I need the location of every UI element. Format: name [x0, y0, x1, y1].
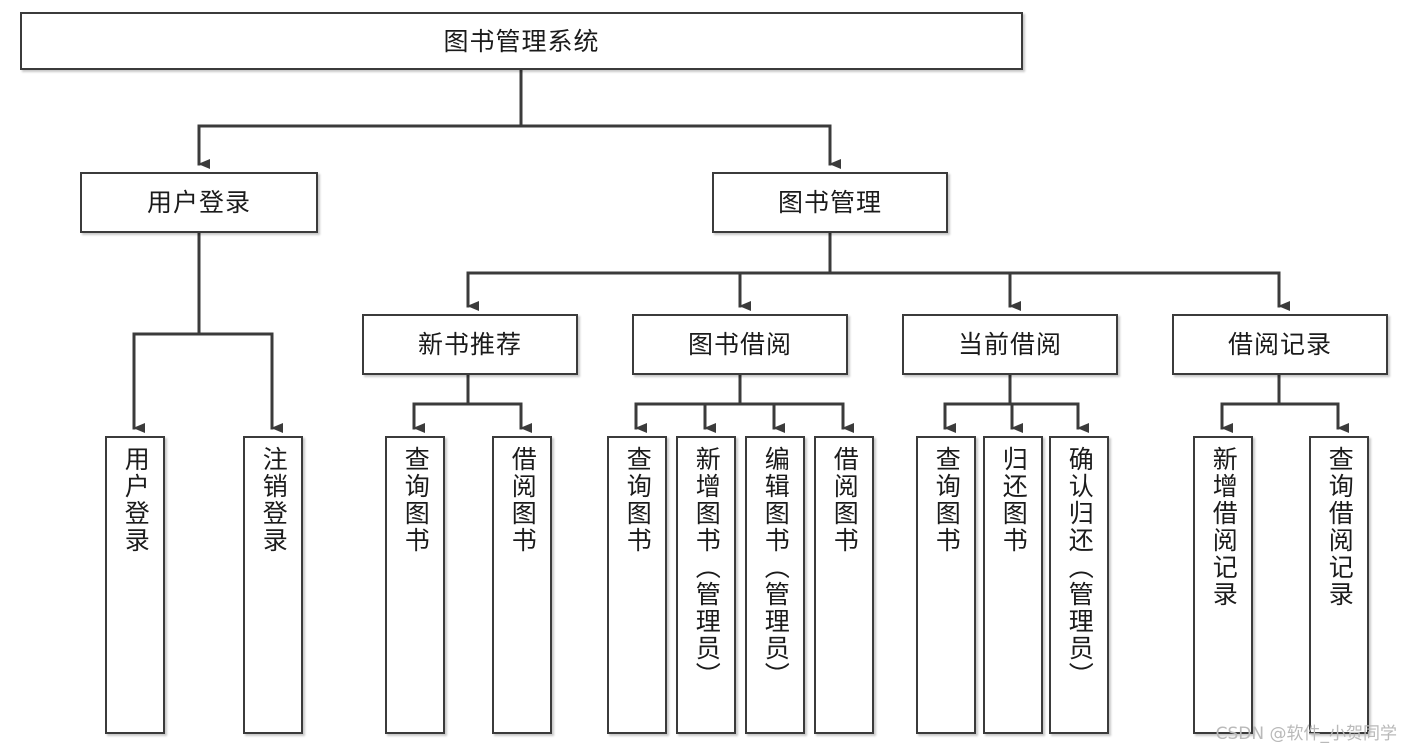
node-leaf-add-book-label: 新增图书（管理员） [692, 446, 722, 689]
node-current-borrow-label: 当前借阅 [957, 330, 1062, 359]
node-leaf-query-record-label: 查询借阅记录 [1325, 446, 1355, 608]
node-leaf-confirm-return-label: 确认归还（管理员） [1065, 446, 1095, 689]
node-user-login[interactable]: 用户登录 [80, 172, 318, 233]
node-leaf-edit-book[interactable]: 编辑图书（管理员） [745, 436, 805, 734]
node-leaf-logout[interactable]: 注销登录 [243, 436, 303, 734]
node-leaf-query-book-1[interactable]: 查询图书 [385, 436, 445, 734]
node-leaf-query-book-3[interactable]: 查询图书 [916, 436, 976, 734]
node-book-borrow[interactable]: 图书借阅 [632, 314, 848, 375]
node-leaf-edit-book-label: 编辑图书（管理员） [761, 446, 791, 689]
node-leaf-query-book-2[interactable]: 查询图书 [607, 436, 667, 734]
node-leaf-add-record-label: 新增借阅记录 [1209, 446, 1239, 608]
node-leaf-return-book-label: 归还图书 [999, 446, 1029, 554]
node-leaf-confirm-return[interactable]: 确认归还（管理员） [1049, 436, 1109, 734]
node-borrow-record[interactable]: 借阅记录 [1172, 314, 1388, 375]
node-new-book-rec[interactable]: 新书推荐 [362, 314, 578, 375]
node-leaf-borrow-book-1[interactable]: 借阅图书 [492, 436, 552, 734]
node-leaf-query-book-1-label: 查询图书 [401, 446, 431, 554]
node-leaf-user-login[interactable]: 用户登录 [105, 436, 165, 734]
node-leaf-user-login-label: 用户登录 [121, 446, 151, 554]
node-leaf-query-book-2-label: 查询图书 [623, 446, 653, 554]
node-leaf-borrow-book-1-label: 借阅图书 [508, 446, 538, 554]
node-book-borrow-label: 图书借阅 [687, 330, 792, 359]
node-root[interactable]: 图书管理系统 [20, 12, 1023, 70]
node-leaf-add-book[interactable]: 新增图书（管理员） [676, 436, 736, 734]
node-leaf-borrow-book-2[interactable]: 借阅图书 [814, 436, 874, 734]
node-leaf-return-book[interactable]: 归还图书 [983, 436, 1043, 734]
node-user-login-label: 用户登录 [146, 188, 251, 217]
node-leaf-borrow-book-2-label: 借阅图书 [830, 446, 860, 554]
node-leaf-add-record[interactable]: 新增借阅记录 [1193, 436, 1253, 734]
node-leaf-query-record[interactable]: 查询借阅记录 [1309, 436, 1369, 734]
node-book-admin[interactable]: 图书管理 [712, 172, 948, 233]
node-book-admin-label: 图书管理 [777, 188, 882, 217]
node-new-book-rec-label: 新书推荐 [417, 330, 522, 359]
node-root-label: 图书管理系统 [443, 26, 600, 56]
watermark: CSDN @软件_小贺同学 [1215, 724, 1397, 744]
node-leaf-query-book-3-label: 查询图书 [932, 446, 962, 554]
node-borrow-record-label: 借阅记录 [1227, 330, 1332, 359]
node-current-borrow[interactable]: 当前借阅 [902, 314, 1118, 375]
node-leaf-logout-label: 注销登录 [259, 446, 289, 554]
